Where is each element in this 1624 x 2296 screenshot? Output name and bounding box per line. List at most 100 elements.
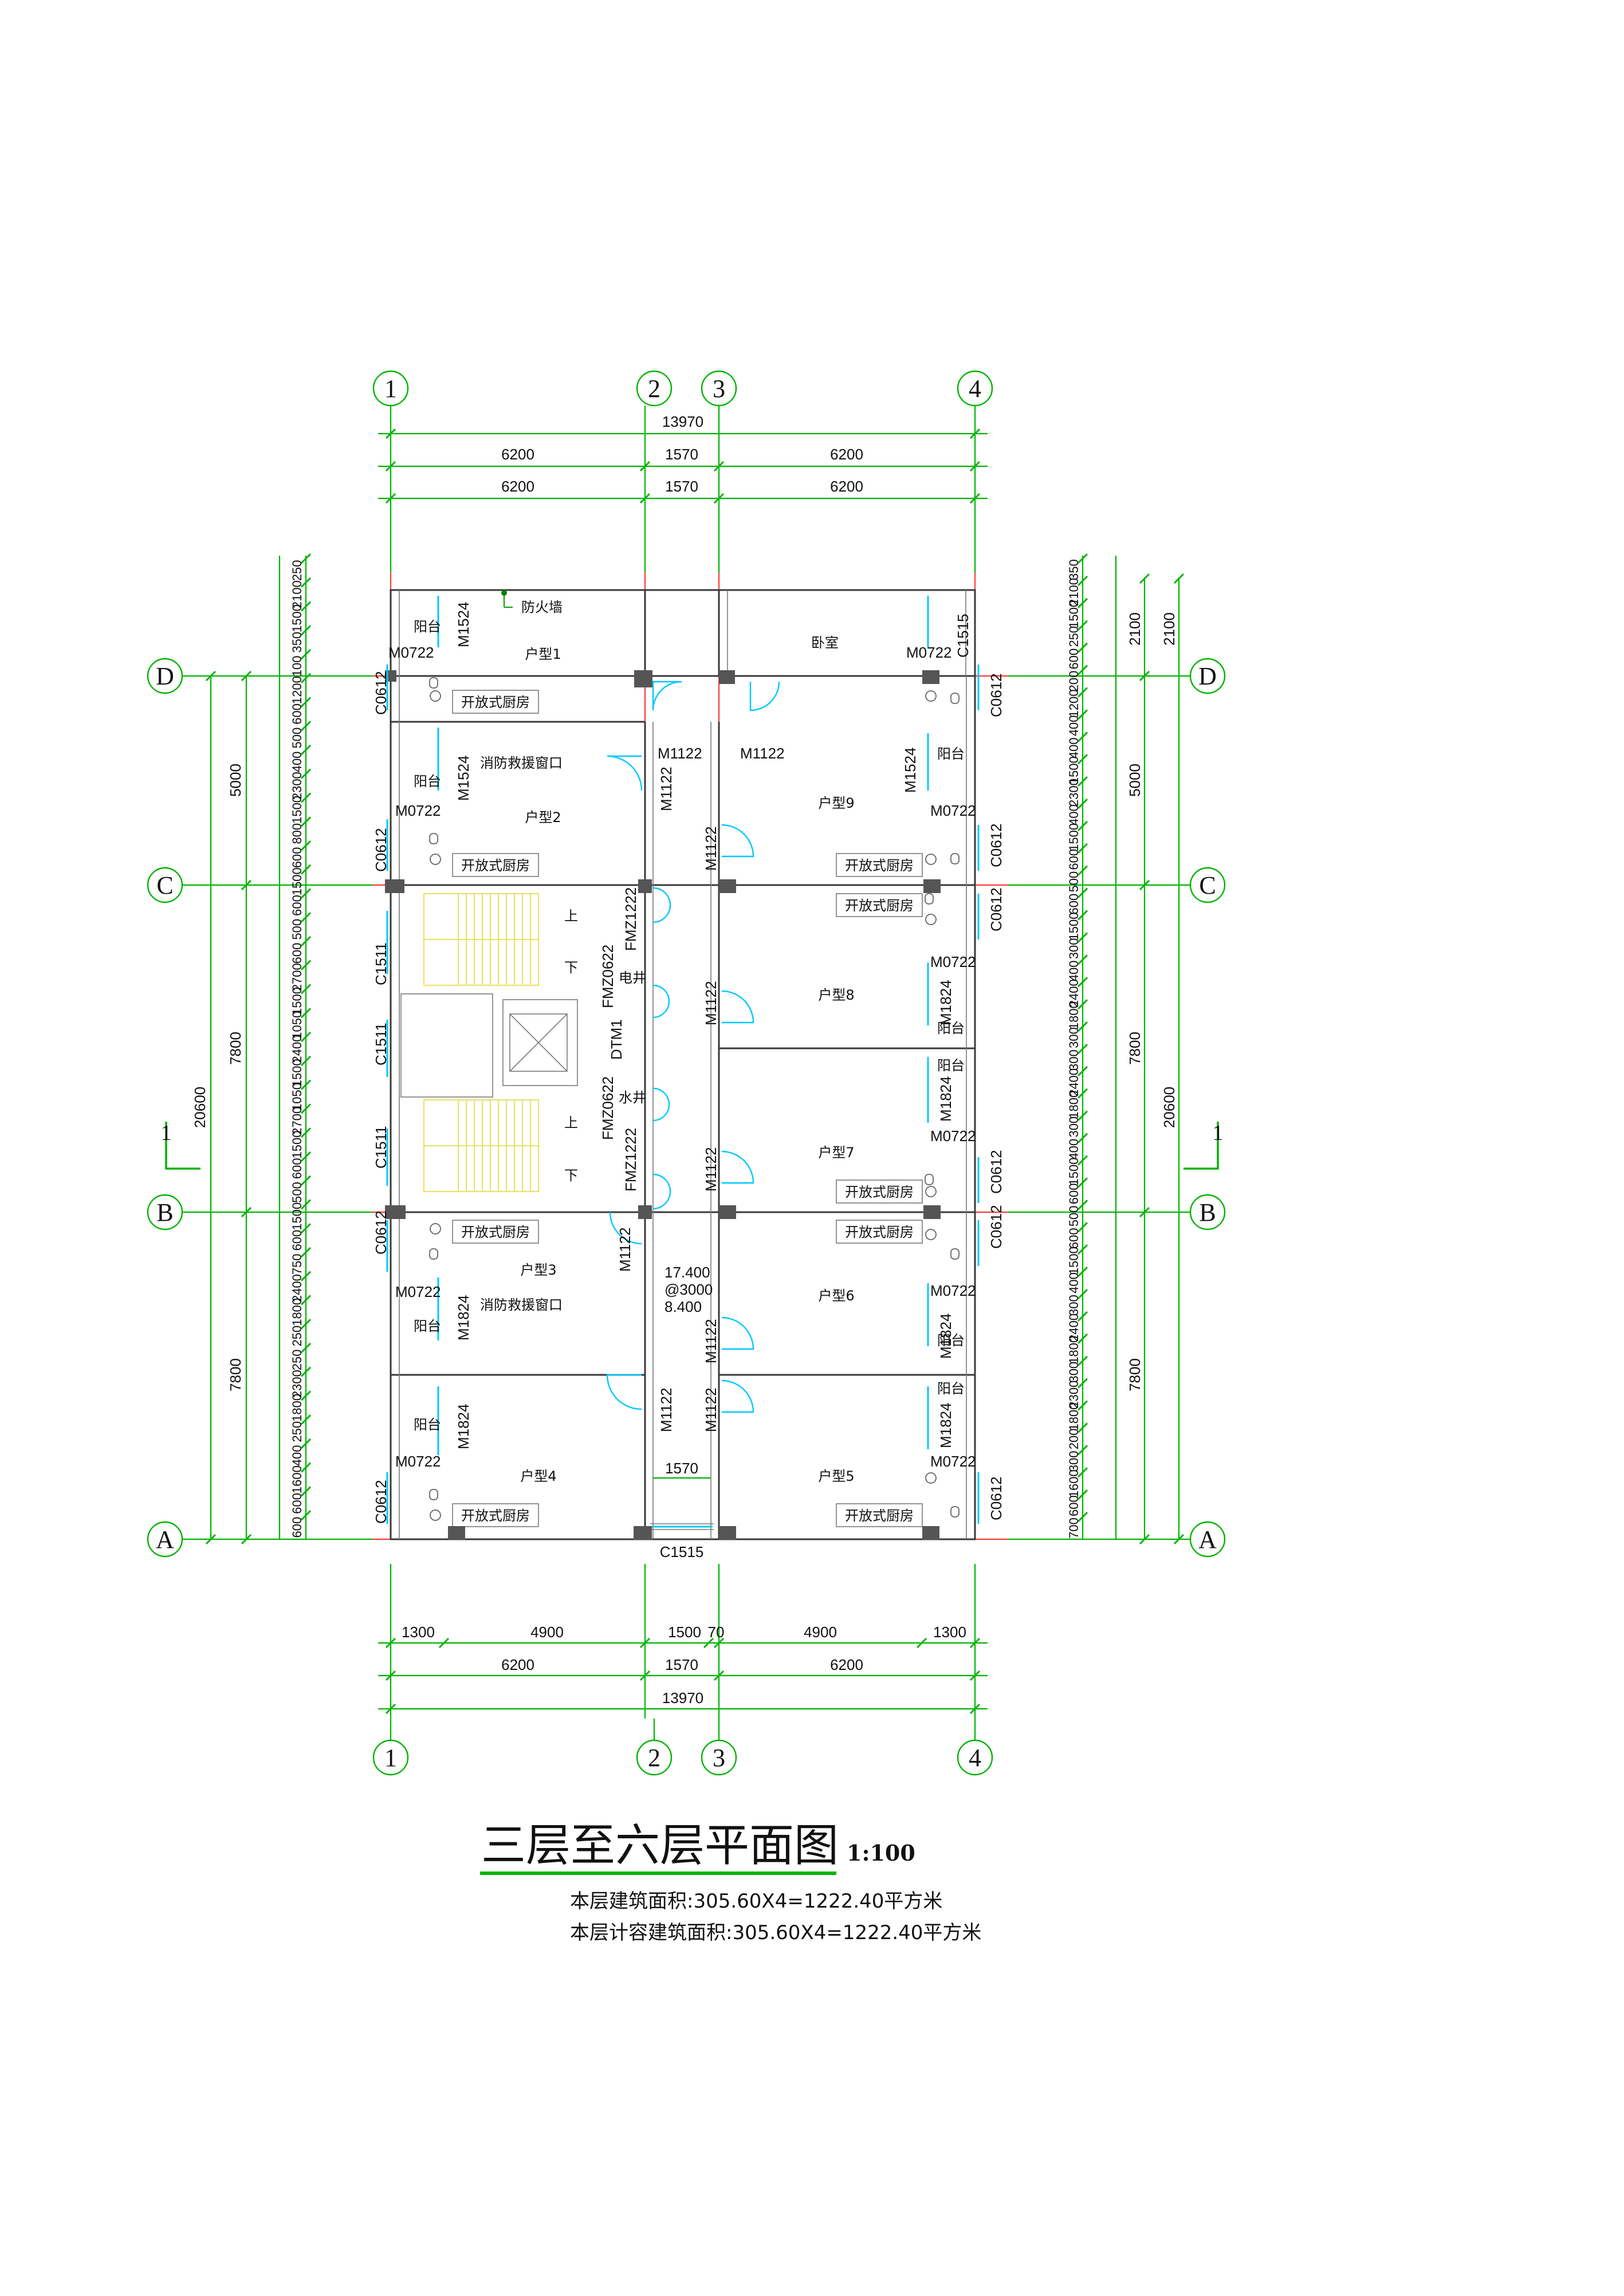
code-m1122-5: M1122 [702, 1387, 719, 1432]
right-detail-dim-value: 500 [1067, 871, 1081, 893]
code-m0722-1: M0722 [388, 644, 434, 661]
right-detail-dim-tick [1077, 1133, 1088, 1143]
right-detail-dim-tick [1077, 932, 1088, 943]
code-m1122-c1: M1122 [702, 981, 719, 1025]
right-detail-dim-tick [1077, 1422, 1088, 1433]
unit7-label: 户型7 [818, 1145, 854, 1161]
code-m1122-top-l: M1122 [658, 745, 702, 762]
right-detail-dim-value: 600 [1067, 894, 1081, 915]
left-detail-dim-value: 2300 [290, 1370, 304, 1398]
left-detail-dim-value: 500 [290, 728, 304, 749]
left-detail-dim-value: 600 [290, 943, 304, 964]
left-detail-dim-value: 1500 [290, 1059, 304, 1087]
dim-bottom-2: 4900 [530, 1623, 564, 1641]
elev-1: 17.400 [664, 1264, 710, 1281]
room-labels: 防火墙 户型1 卧室 户型2 户型9 户型8 户型7 户型3 户型6 户型4 户… [414, 599, 965, 1524]
right-detail-dim-value: 400 [1067, 737, 1081, 758]
kitchen-label-4: 开放式厨房 [461, 1508, 530, 1524]
code-c1515-bottom: C1515 [660, 1543, 704, 1560]
code-c0612-4: C0612 [372, 1480, 390, 1524]
left-detail-dim-value: 2300 [290, 772, 304, 800]
right-detail-dim-value: 300 [1067, 1049, 1081, 1071]
dim-bottom-r2-3: 6200 [830, 1656, 863, 1673]
left-detail-dim-value: 600 [290, 703, 304, 725]
right-detail-dim-tick [1077, 820, 1088, 831]
unit3-label: 户型3 [520, 1262, 556, 1278]
left-detail-dim-tick [300, 1151, 312, 1162]
code-fmz1222-2: FMZ1222 [622, 1128, 639, 1192]
code-fmz0622-1: FMZ0622 [599, 945, 616, 1008]
right-detail-dim-tick [1077, 754, 1088, 765]
balcony-label-1: 阳台 [414, 619, 441, 635]
code-c1511-2: C1511 [372, 1023, 390, 1066]
top-dimensions: 13970 6200 1570 6200 6200 1570 6200 [378, 413, 988, 504]
left-detail-dim-value: 1800 [290, 1298, 304, 1326]
right-detail-dim-value: 1800 [1067, 1336, 1081, 1364]
axis-label-A-left: A [156, 1526, 174, 1554]
left-detail-dim-value: 1200 [290, 676, 304, 704]
right-detail-dim-tick [1077, 620, 1088, 631]
code-c0612-1: C0612 [372, 671, 390, 715]
right-detail-dim-value: 2400 [1067, 979, 1081, 1007]
code-dtm1: DTM1 [608, 1019, 625, 1060]
axis-label-1-top: 1 [384, 375, 397, 403]
unit6-label: 户型6 [818, 1288, 854, 1304]
left-detail-dim-value: 600 [290, 1517, 304, 1538]
kitchen-label-9: 开放式厨房 [845, 858, 914, 874]
right-detail-dim-tick [1077, 865, 1088, 876]
right-detail-dim-value: 600 [1067, 849, 1081, 870]
dim-right-mid-1b: 2100 [1161, 612, 1178, 646]
dim-left-outer: 20600 [191, 1087, 209, 1128]
left-detail-dim-tick [300, 1079, 312, 1090]
code-m0722-7: M0722 [930, 1127, 976, 1145]
right-detail-dim-tick [1077, 597, 1088, 608]
bottom-axis-bubbles: 1 2 3 4 [372, 1719, 993, 1776]
right-detail-dim-tick [1077, 1110, 1088, 1121]
left-detail-dim-tick [300, 864, 312, 875]
balcony-label-7: 阳台 [937, 1057, 965, 1074]
unit2-label: 户型2 [525, 809, 561, 825]
right-detail-dim-tick [1077, 798, 1088, 809]
code-m1122-v2: M1122 [702, 826, 719, 871]
elevator [400, 993, 578, 1098]
left-detail-dim-value: 350 [290, 632, 304, 653]
dim-top-total: 13970 [662, 413, 703, 430]
right-detail-dims: 3502100150025060020012004004001500230040… [1067, 553, 1088, 1539]
right-detail-dim-value: 1500 [1067, 823, 1081, 851]
stair1-down: 下 [564, 960, 578, 976]
right-detail-dim-value: 2300 [1067, 779, 1081, 807]
right-detail-dim-tick [1077, 1467, 1088, 1478]
right-detail-dim-value: 300 [1067, 1295, 1081, 1316]
balcony-label-3: 阳台 [414, 1318, 441, 1334]
right-detail-dim-value: 1500 [1067, 1158, 1081, 1186]
axis-label-1-bottom: 1 [384, 1744, 397, 1772]
code-c0612-9b: C0612 [988, 823, 1005, 867]
right-detail-dim-value: 500 [1067, 1205, 1081, 1226]
code-c1511-1: C1511 [372, 942, 390, 985]
right-detail-dim-value: 1800 [1067, 1403, 1081, 1431]
balcony-label-8: 阳台 [937, 1020, 965, 1036]
code-c0612-3: C0612 [372, 1210, 390, 1255]
left-detail-dim-value: 250 [290, 1326, 304, 1347]
drawing-title: 三层至六层平面图 [481, 1820, 839, 1872]
code-c0612-7: C0612 [988, 1150, 1005, 1194]
code-m0722-9b: M0722 [930, 802, 976, 819]
left-detail-dim-tick [300, 1462, 312, 1473]
left-detail-dim-tick [300, 1414, 312, 1425]
axis-label-3-bottom: 3 [713, 1744, 725, 1772]
section-mark-left-label: 1 [161, 1121, 172, 1145]
right-detail-dim-value: 1800 [1067, 1001, 1081, 1029]
left-detail-dim-tick [300, 840, 312, 851]
left-detail-dim-value: 250 [290, 1349, 304, 1370]
left-detail-dim-tick [300, 888, 312, 899]
code-m1824-5: M1824 [937, 1403, 954, 1449]
left-detail-dim-value: 600 [290, 1230, 304, 1251]
left-detail-dim-value: 1500 [290, 796, 304, 824]
kitchen-label-5: 开放式厨房 [845, 1508, 914, 1524]
left-detail-dim-tick [300, 744, 312, 756]
left-detail-dim-value: 1500 [290, 1131, 304, 1159]
area-line-1: 本层建筑面积:305.60X4=1222.40平方米 [570, 1890, 942, 1913]
left-dimensions: 20600 5000 7800 7800 2502100150035010012… [191, 553, 312, 1545]
balcony-label-4: 阳台 [414, 1417, 441, 1433]
right-detail-dim-tick [1077, 1021, 1088, 1032]
